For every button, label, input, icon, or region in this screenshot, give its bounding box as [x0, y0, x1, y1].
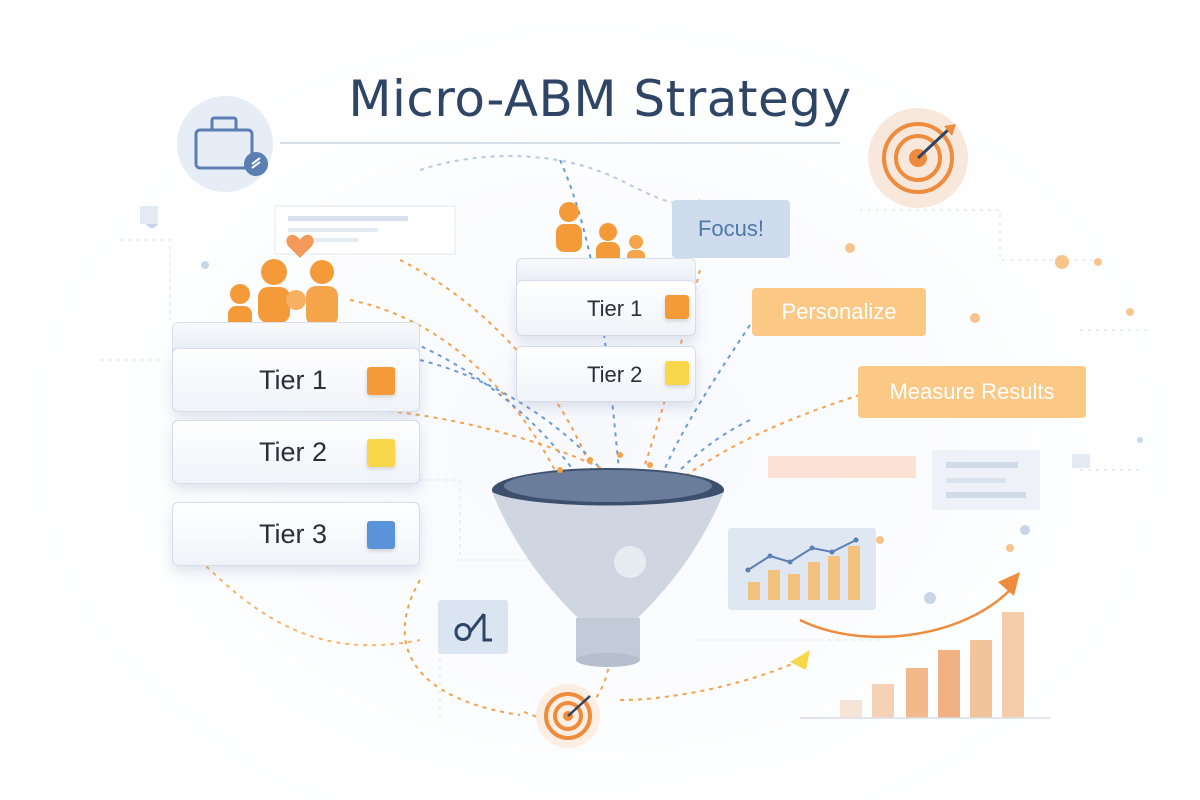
tier-block-2: Tier 2 [172, 420, 420, 484]
tier-block-3: Tier 3 [172, 502, 420, 566]
people-icon [228, 259, 338, 330]
faint-tag-peach [768, 456, 916, 478]
tier-color-swatch [665, 295, 689, 319]
tier-block-1: Tier 1 [172, 348, 420, 412]
title-divider [280, 142, 840, 144]
tier-label: Tier 2 [259, 437, 328, 467]
tier-color-swatch [367, 521, 395, 549]
growth-arrow-icon [790, 572, 1050, 719]
briefcase-icon [177, 96, 273, 192]
link-icon [438, 600, 508, 654]
measure-results-tag: Measure Results [858, 366, 1086, 418]
tier-block-1: Tier 1 [516, 280, 696, 336]
tier-color-swatch [665, 361, 689, 385]
heart-icon [286, 234, 314, 258]
focus-tag: Focus! [672, 200, 790, 258]
bar-chart-icon [728, 528, 876, 610]
tier-label: Tier 3 [259, 519, 328, 549]
bottom-target-icon [536, 684, 600, 748]
people-icon-small [556, 202, 645, 268]
tier-color-swatch [367, 367, 395, 395]
page-title: Micro-ABM Strategy [348, 70, 852, 128]
tier-color-swatch [367, 439, 395, 467]
tier-label: Tier 1 [587, 296, 643, 321]
funnel-icon [492, 452, 724, 667]
tier-label: Tier 1 [259, 365, 328, 395]
personalize-tag: Personalize [752, 288, 926, 336]
tier-block-2: Tier 2 [516, 346, 696, 402]
tier-label: Tier 2 [587, 362, 643, 387]
target-icon [868, 108, 968, 208]
